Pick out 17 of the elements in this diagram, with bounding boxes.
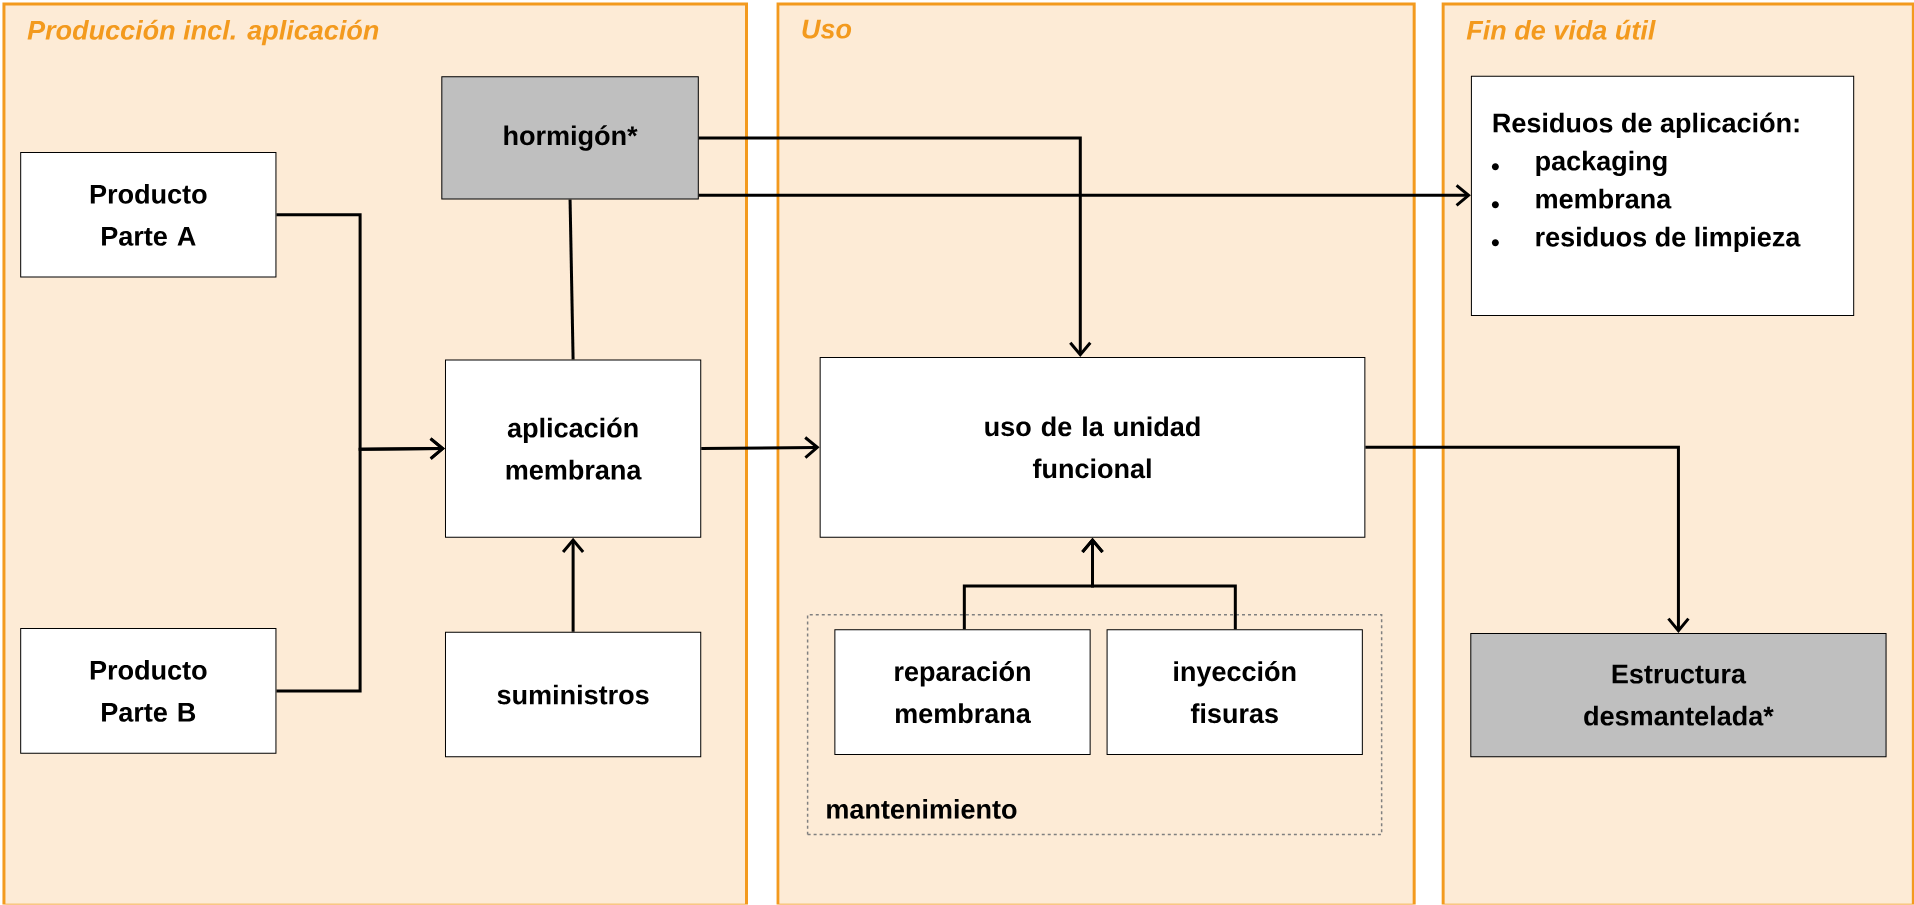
arrow	[701, 436, 820, 459]
process-box: inyección fisuras	[1106, 629, 1363, 756]
arrow	[698, 136, 1092, 358]
process-box: uso de la unidad funcional	[819, 357, 1366, 538]
arrow	[276, 437, 445, 693]
material-box: hormigón*	[441, 76, 699, 200]
material-box: Estructura desmantelada*	[1470, 633, 1887, 758]
arrow	[1081, 537, 1237, 630]
process-box: Producto Parte B	[20, 628, 277, 754]
waste-list-box: Residuos de aplicación: packaging membrana residuos de limpieza	[1470, 75, 1855, 317]
process-box: Producto Parte A	[20, 152, 277, 278]
process-box: suministros	[445, 632, 702, 758]
arrow	[698, 184, 1471, 207]
arrow	[561, 537, 585, 632]
arrow	[1365, 446, 1690, 634]
process-box: aplicación membrana	[445, 359, 702, 538]
process-box: reparación membrana	[834, 629, 1091, 756]
